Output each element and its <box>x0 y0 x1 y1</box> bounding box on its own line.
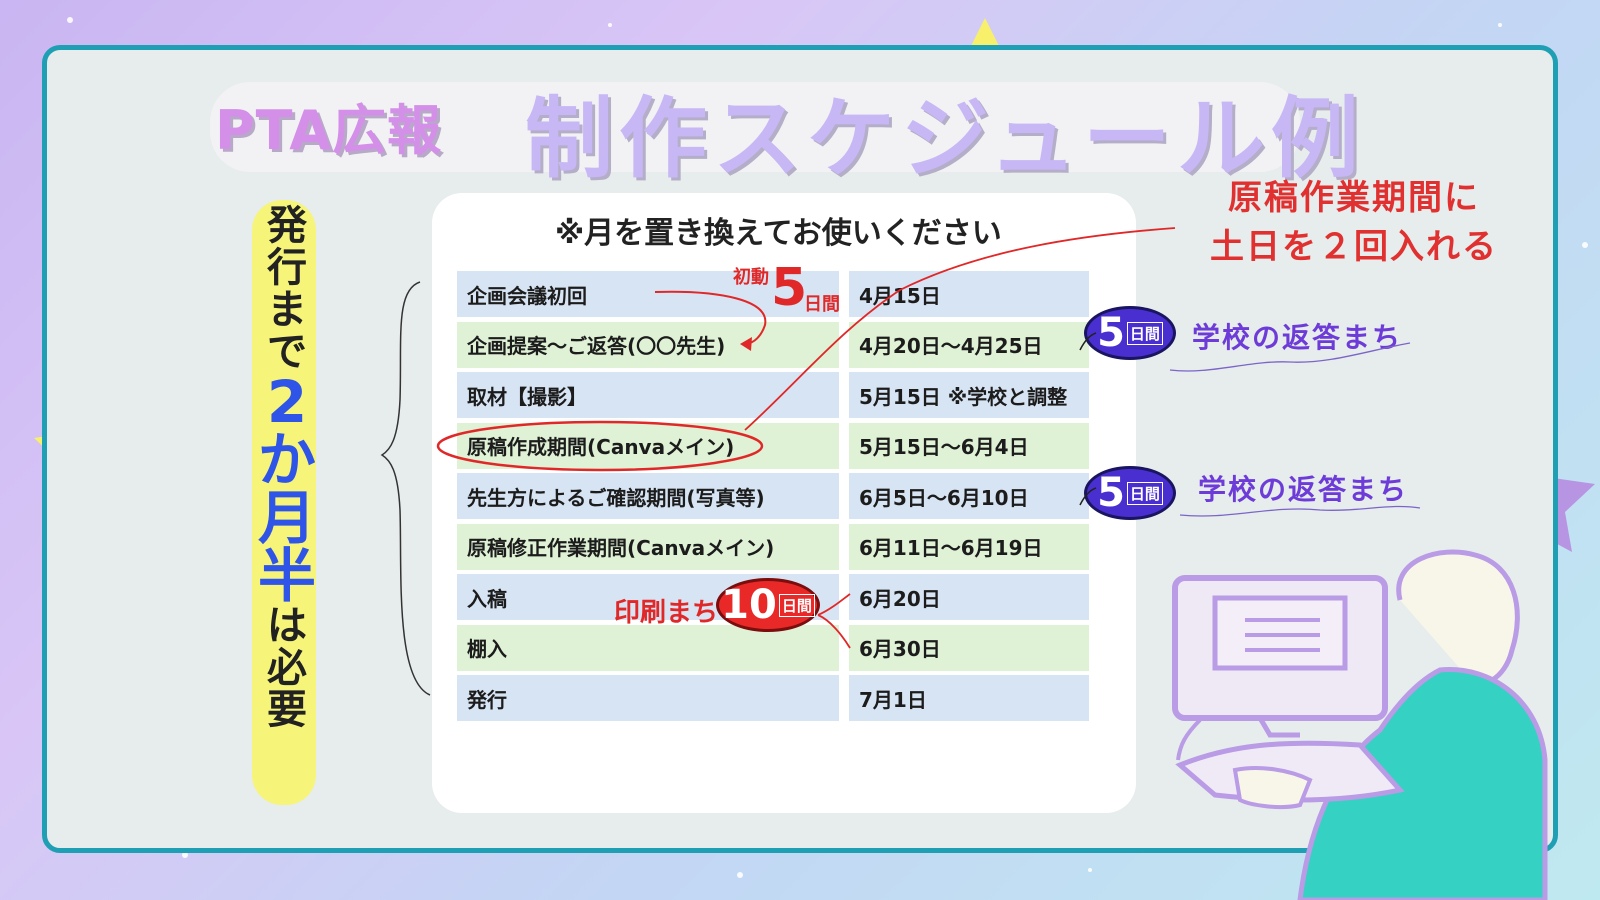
date-cell: 4月20日～4月25日 <box>849 321 1089 368</box>
task-cell: 原稿修正作業期間(Canvaメイン) <box>457 523 839 570</box>
school-reply-wait: 学校の返答まち <box>1192 321 1403 354</box>
date-cell: 5月15日～6月4日 <box>849 422 1089 469</box>
table-row: 企画提案～ご返答(〇〇先生)4月20日～4月25日 <box>457 321 1089 368</box>
table-row: 原稿修正作業期間(Canvaメイン)6月11日～6月19日 <box>457 523 1089 570</box>
side-char: は <box>267 603 307 649</box>
task-cell: 取材【撮影】 <box>457 372 839 418</box>
print-wait-label: 印刷まち <box>614 598 719 628</box>
badge-number: 5 <box>1097 470 1125 516</box>
task-cell: 原稿作成期間(Canvaメイン) <box>457 422 839 469</box>
days-badge: 5 日間 <box>1084 466 1176 520</box>
table-note: ※月を置き換えてお使いください <box>555 216 1002 251</box>
curly-brace <box>380 281 431 696</box>
title-prefix: PTA広報 <box>215 99 443 162</box>
date-cell: 6月5日～6月10日 <box>849 473 1089 519</box>
date-cell: 6月20日 <box>849 574 1089 620</box>
side-char-emphasis: 2 <box>266 368 308 436</box>
side-char-emphasis: か <box>258 426 317 494</box>
date-cell: 4月15日 <box>849 271 1089 317</box>
badge-unit: 日間 <box>778 593 815 617</box>
side-label: 発 行 ま で 2 か 月 半 は 必 要 <box>258 203 316 733</box>
badge-number: 5 <box>1097 310 1125 356</box>
task-cell: 企画会議初回 <box>457 271 839 317</box>
side-char: 要 <box>267 687 307 733</box>
table-row: 取材【撮影】5月15日 ※学校と調整 <box>457 372 1089 418</box>
page-title: 制作スケジュール例 <box>525 87 1365 190</box>
title-band <box>210 82 1300 172</box>
side-char: ま <box>267 287 307 333</box>
table-row: 原稿作成期間(Canvaメイン)5月15日～6月4日 <box>457 422 1089 469</box>
task-cell: 先生方によるご確認期間(写真等) <box>457 473 839 519</box>
date-cell: 7月1日 <box>849 675 1089 721</box>
weekend-note-line1: 原稿作業期間に <box>1228 178 1480 218</box>
side-char: 発 <box>267 203 307 249</box>
side-char-emphasis: 半 <box>258 542 317 610</box>
days-badge: 10 日間 <box>716 578 820 632</box>
badge-unit: 日間 <box>1126 481 1163 505</box>
days-badge: 5 日間 <box>1084 306 1176 360</box>
weekend-note: 原稿作業期間に 土日を２回入れる <box>1210 174 1498 273</box>
badge-unit: 日間 <box>1126 321 1163 345</box>
side-char: 行 <box>267 245 307 291</box>
task-cell: 企画提案～ご返答(〇〇先生) <box>457 321 839 368</box>
task-cell: 棚入 <box>457 624 839 671</box>
side-highlight <box>252 200 316 805</box>
side-char: で <box>267 329 307 375</box>
date-cell: 6月11日～6月19日 <box>849 523 1089 570</box>
task-cell: 発行 <box>457 675 839 721</box>
weekend-note-line2: 土日を２回入れる <box>1210 227 1498 268</box>
initial-label: 初動 <box>733 267 769 288</box>
date-cell: 5月15日 ※学校と調整 <box>849 372 1089 418</box>
initial-days-unit: 日間 <box>804 294 840 315</box>
date-cell: 6月30日 <box>849 624 1089 671</box>
side-char: 必 <box>267 645 307 691</box>
side-char-emphasis: 月 <box>258 484 317 552</box>
initial-days-number: 5 <box>771 258 808 318</box>
person-illustration <box>1172 549 1548 900</box>
school-reply-wait: 学校の返答まち <box>1198 473 1409 506</box>
table-row: 先生方によるご確認期間(写真等)6月5日～6月10日 <box>457 473 1089 519</box>
badge-number: 10 <box>721 582 777 628</box>
